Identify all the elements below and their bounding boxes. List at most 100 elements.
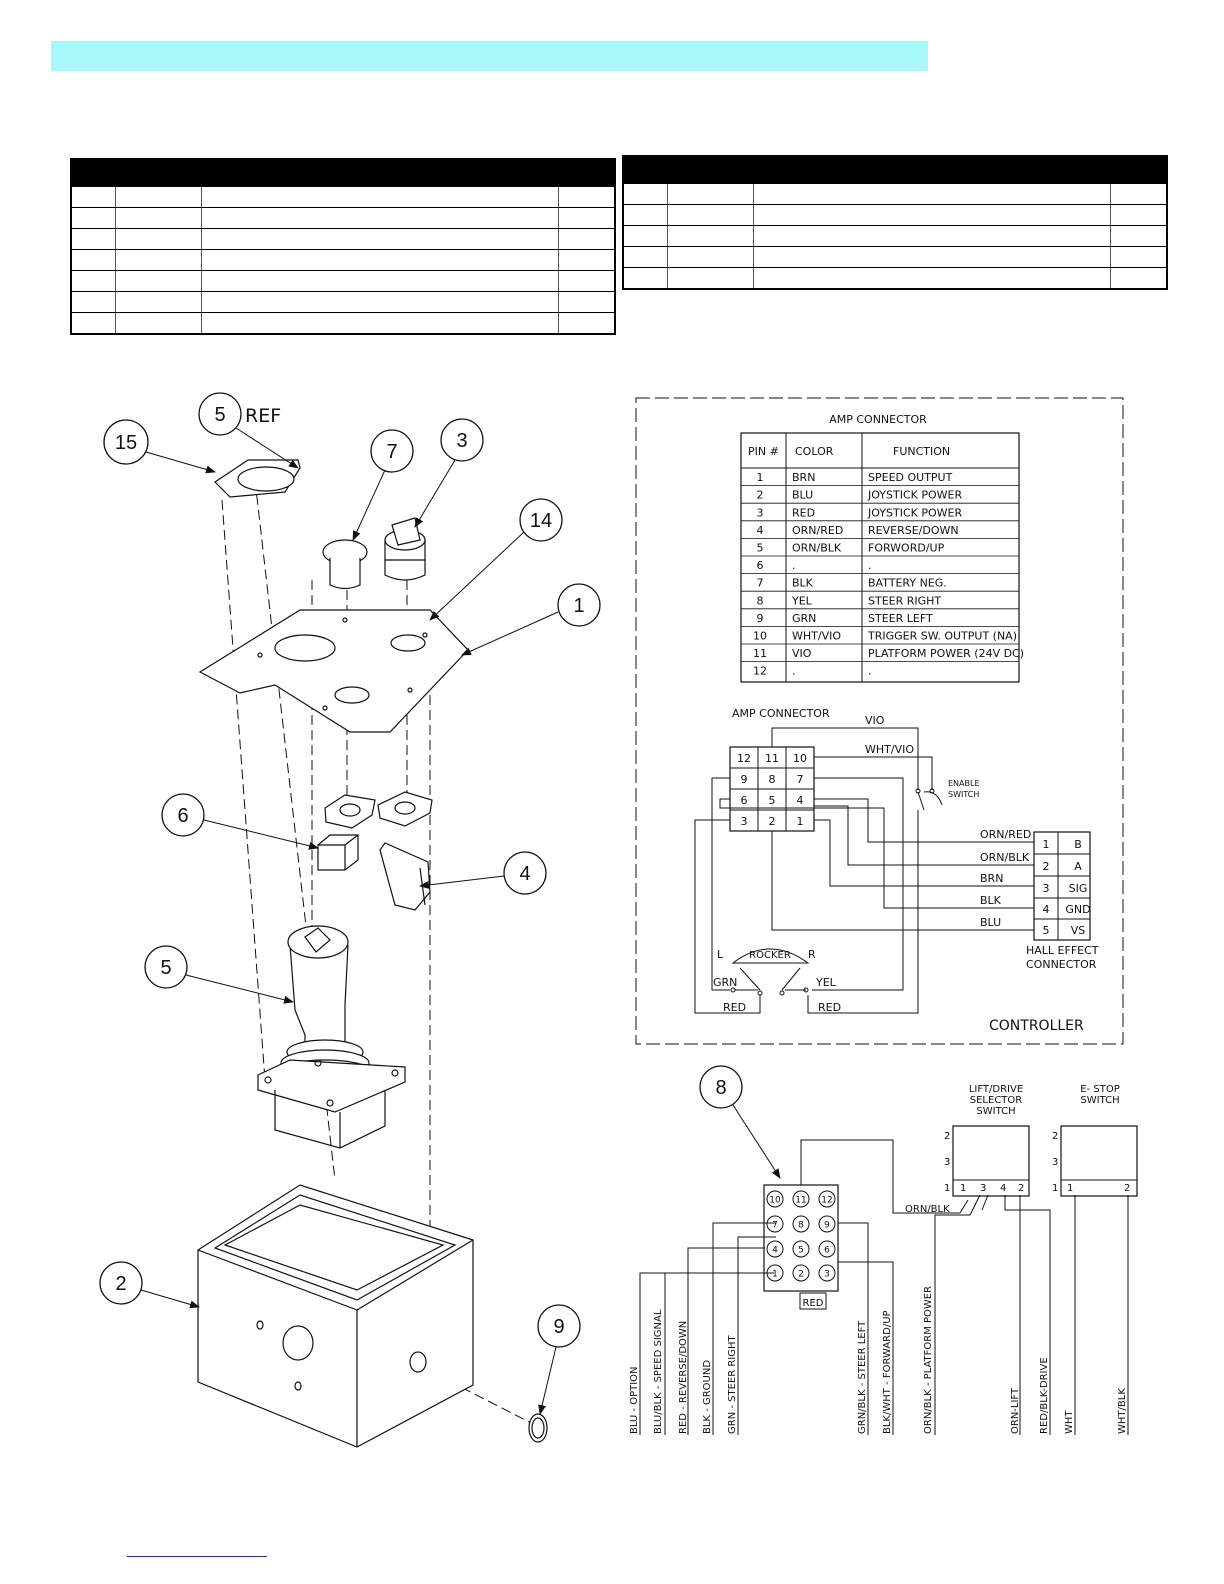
- svg-text:1: 1: [1043, 838, 1050, 851]
- title-banner: [51, 41, 928, 71]
- parts-table-left: [70, 158, 616, 335]
- svg-text:3: 3: [741, 815, 748, 828]
- svg-text:4: 4: [1043, 903, 1050, 916]
- svg-text:ENABLE: ENABLE: [948, 779, 980, 788]
- connector-pin-number: 12: [821, 1196, 832, 1206]
- wire-label: BLU/BLK - SPEED SIGNAL: [653, 1309, 664, 1434]
- callout-5-ref: 5 REF: [198, 392, 299, 469]
- connector-pin-number: 2: [798, 1270, 804, 1280]
- wire-color: GRN: [792, 612, 816, 625]
- pin-number: 10: [753, 630, 767, 643]
- parts-table-right: [622, 155, 1168, 290]
- svg-text:1: 1: [960, 1183, 966, 1194]
- connector-pin-number: 6: [824, 1246, 830, 1256]
- svg-text:8: 8: [769, 773, 776, 786]
- connector-pin: [818, 1190, 836, 1208]
- table-row: [70, 291, 616, 313]
- wire-label: GRN - STEER RIGHT: [727, 1334, 738, 1434]
- connector-pin-number: 3: [824, 1270, 830, 1280]
- controller-wiring: [694, 727, 1034, 1014]
- svg-text:FUNCTION: FUNCTION: [893, 445, 950, 458]
- svg-text:L: L: [717, 948, 724, 961]
- wire-label: BLK/WHT - FORWARD/UP: [882, 1310, 893, 1434]
- svg-text:ORN/BLK: ORN/BLK: [980, 851, 1030, 864]
- svg-text:8: 8: [715, 1077, 726, 1099]
- connector-pin: [792, 1264, 810, 1282]
- svg-text:PIN #: PIN #: [748, 445, 779, 458]
- wire-label: RED/BLK-DRIVE: [1039, 1357, 1050, 1434]
- svg-text:4: 4: [797, 794, 804, 807]
- connector-pin-number: 11: [795, 1196, 806, 1206]
- pin-function: JOYSTICK POWER: [867, 489, 962, 502]
- svg-text:1: 1: [1067, 1183, 1073, 1194]
- wire-label: GRN/BLK - STEER LEFT: [857, 1320, 868, 1434]
- pin-function: .: [868, 559, 872, 572]
- svg-text:BLU: BLU: [980, 916, 1001, 929]
- svg-text:10: 10: [793, 752, 807, 765]
- svg-text:4: 4: [1000, 1183, 1006, 1194]
- footer-link-underline[interactable]: [127, 1556, 267, 1557]
- table-row: [70, 249, 616, 271]
- connector-pin: [818, 1240, 836, 1258]
- pin-number: 11: [753, 647, 767, 660]
- svg-text:SELECTOR: SELECTOR: [970, 1095, 1023, 1106]
- svg-text:2: 2: [1018, 1183, 1024, 1194]
- wire-color: BLU: [792, 489, 813, 502]
- wire-label: BLU - OPTION: [629, 1366, 640, 1434]
- pin-function: SPEED OUTPUT: [868, 471, 953, 484]
- svg-text:GND: GND: [1065, 903, 1090, 916]
- connector-pin: [766, 1215, 784, 1233]
- wire-color: .: [792, 559, 796, 572]
- amp-connector-label: AMP CONNECTOR: [732, 707, 830, 720]
- pin-number: 6: [757, 559, 764, 572]
- callout-8: 8: [699, 1065, 781, 1179]
- svg-text:A: A: [1074, 860, 1082, 873]
- connector-pin: [818, 1215, 836, 1233]
- svg-text:1: 1: [797, 815, 804, 828]
- connector-pin-number: 10: [769, 1196, 781, 1206]
- wire-color: BRN: [792, 471, 815, 484]
- svg-text:4: 4: [519, 863, 530, 885]
- svg-text:3: 3: [1052, 1157, 1058, 1168]
- table-row: [70, 312, 616, 335]
- e-stop-switch: E- STOP SWITCH 2 3 1 1 2: [1052, 1084, 1138, 1197]
- pin-function: JOYSTICK POWER: [867, 506, 962, 519]
- connector-pin-number: 5: [798, 1246, 804, 1256]
- pin-number: 9: [757, 612, 764, 625]
- pin-number: 4: [757, 524, 764, 537]
- svg-text:HALL EFFECT: HALL EFFECT: [1026, 944, 1099, 957]
- svg-text:9: 9: [741, 773, 748, 786]
- table-row: [622, 204, 1168, 226]
- pin-number: 3: [757, 506, 764, 519]
- svg-text:SWITCH: SWITCH: [1080, 1095, 1119, 1106]
- rocker-switch: ROCKER L R GRN YEL RED RED: [713, 948, 841, 1014]
- pin-function: REVERSE/DOWN: [868, 524, 959, 537]
- connector-pin: [766, 1240, 784, 1258]
- pin-function: FORWORD/UP: [868, 542, 945, 555]
- svg-text:5: 5: [1043, 924, 1050, 937]
- svg-text:ROCKER: ROCKER: [749, 950, 791, 961]
- svg-text:7: 7: [797, 773, 804, 786]
- callout-5: 5: [144, 945, 294, 1004]
- table-row: [622, 246, 1168, 268]
- callout-3: 3: [414, 418, 484, 528]
- svg-text:COLOR: COLOR: [795, 445, 834, 458]
- svg-text:2: 2: [115, 1273, 126, 1295]
- svg-text:2: 2: [1052, 1131, 1058, 1142]
- svg-text:LIFT/DRIVE: LIFT/DRIVE: [969, 1084, 1023, 1095]
- svg-text:ORN/RED: ORN/RED: [980, 828, 1031, 841]
- pin-function: BATTERY NEG.: [868, 577, 947, 590]
- svg-text:7: 7: [386, 441, 397, 463]
- connector-pin-number: 1: [772, 1270, 778, 1280]
- connector-pin-number: 9: [824, 1221, 830, 1231]
- svg-text:BRN: BRN: [980, 872, 1003, 885]
- pin-number: 5: [757, 542, 764, 555]
- amp-connector-block: 12 11 10 9 8 7 6 5 4 3 2 1: [729, 746, 815, 832]
- svg-text:SWITCH: SWITCH: [976, 1106, 1015, 1117]
- pin-number: 2: [757, 489, 764, 502]
- wire-label: BLK - GROUND: [702, 1360, 713, 1434]
- svg-text:2: 2: [769, 815, 776, 828]
- svg-text:2: 2: [1043, 860, 1050, 873]
- svg-text:E- STOP: E- STOP: [1080, 1084, 1119, 1095]
